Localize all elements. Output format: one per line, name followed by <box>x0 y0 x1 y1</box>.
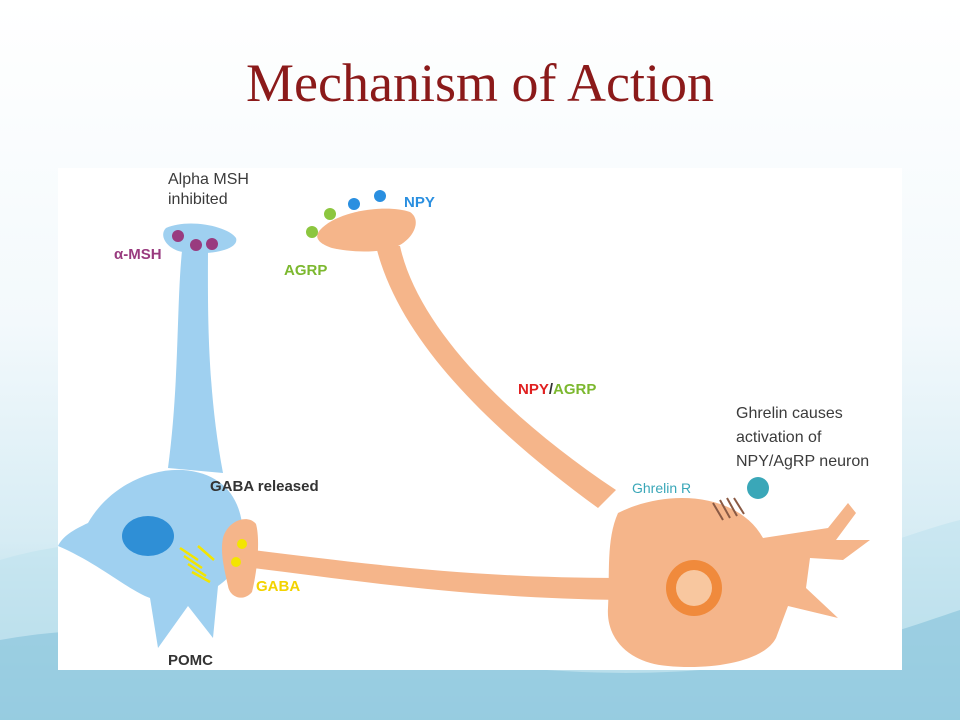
npy-agrp-label-npy: NPY <box>518 381 549 398</box>
pomc-terminal <box>163 223 237 254</box>
ghrelin-causes-label-line2: activation of <box>736 429 822 446</box>
gaba-receptor <box>179 545 215 584</box>
slide-title: Mechanism of Action <box>246 53 714 113</box>
alpha-msh-inhibited-label-line1: Alpha MSH <box>168 171 249 188</box>
pomc-cell-body <box>58 469 243 648</box>
alpha-msh-vesicle <box>172 230 184 242</box>
agrp-gaba-terminal <box>221 519 259 598</box>
pomc-label: POMC <box>168 652 213 669</box>
ghrelin-causes-label-line1: Ghrelin causes <box>736 405 843 422</box>
agrp-label: AGRP <box>284 262 328 279</box>
agrp-axon-upper <box>376 246 616 508</box>
agrp-cell-body <box>607 498 870 668</box>
pomc-axon <box>168 242 223 473</box>
npy-label: NPY <box>404 194 435 211</box>
gaba-released-label: GABA released <box>210 478 319 495</box>
alpha-msh-vesicle <box>206 238 218 250</box>
gaba-vesicle <box>237 539 247 549</box>
ghrelin-molecule <box>747 477 769 499</box>
gaba-vesicle <box>231 557 241 567</box>
neuron-diagram: Alpha MSH inhibited α-MSH NPY AGRP NPY/A… <box>58 168 902 670</box>
npy-agrp-label: NPY/AGRP <box>518 381 596 398</box>
alpha-msh-vesicle <box>190 239 202 251</box>
agrp-top-terminal <box>317 208 416 252</box>
gaba-label: GABA <box>256 578 301 595</box>
alpha-msh-inhibited-label-line2: inhibited <box>168 191 228 208</box>
agrp-axon-lower <box>236 548 623 600</box>
ghrelin-causes-label-line3: NPY/AgRP neuron <box>736 453 870 470</box>
npy-agrp-label-separator: / <box>548 381 554 398</box>
npy-agrp-label-agrp: AGRP <box>553 381 597 398</box>
npy-vesicle <box>374 190 386 202</box>
agrp-npy-neuron <box>221 190 870 668</box>
agrp-vesicle <box>306 226 318 238</box>
alpha-msh-label: α-MSH <box>114 246 162 263</box>
ghrelin-receptor <box>712 497 745 521</box>
pomc-nucleus <box>122 516 174 556</box>
ghrelin-r-label: Ghrelin R <box>632 480 692 496</box>
agrp-vesicle <box>324 208 336 220</box>
neuron-diagram-graphics <box>58 190 870 668</box>
pomc-neuron <box>58 223 243 648</box>
npy-vesicle <box>348 198 360 210</box>
